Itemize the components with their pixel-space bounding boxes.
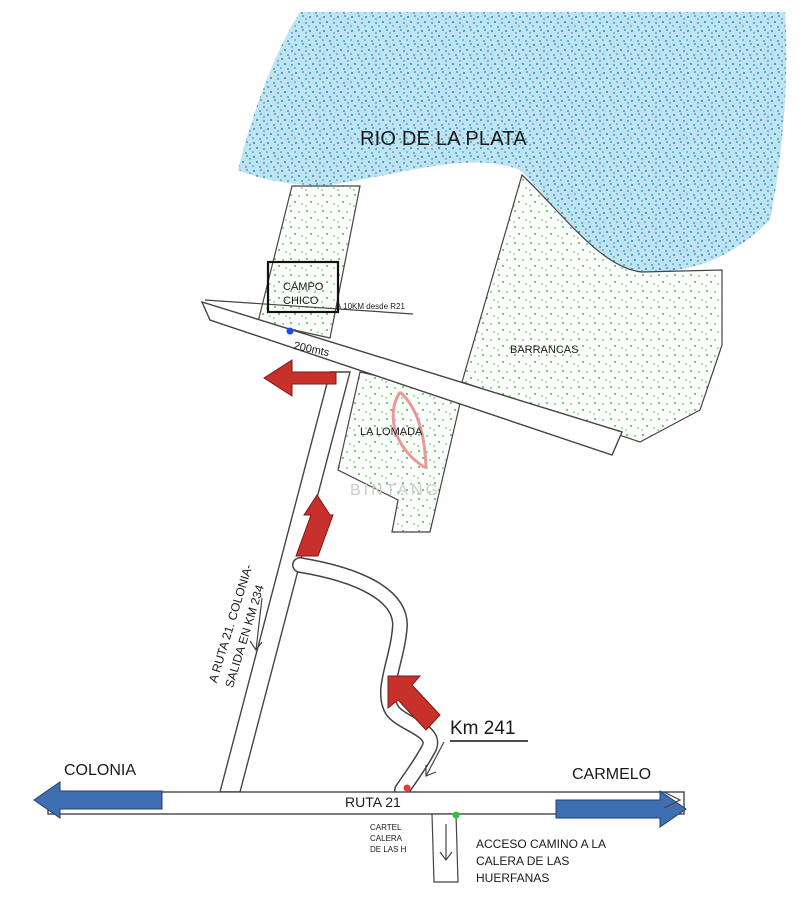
thin-arrow-icon (249, 597, 263, 652)
blue-arrow-icon (33, 781, 163, 819)
access-location-dot (452, 811, 460, 819)
river-area (238, 12, 787, 273)
km-241-location-dot (403, 784, 411, 792)
lomada-curve-icon (391, 391, 427, 470)
red-arrow-icon (295, 494, 334, 557)
carmelo-label: CARMELO (572, 766, 652, 783)
colonia-label: COLONIA (64, 762, 137, 779)
access-label: ACCESO CAMINO A LA CALERA DE LAS HUERFAN… (476, 837, 607, 885)
campo-chico-box (266, 260, 340, 314)
watermark: BINTANG (350, 482, 441, 499)
calera-access-road (431, 813, 459, 883)
side-road (200, 300, 623, 456)
barrancas-label: BARRANCAS (510, 344, 579, 356)
sign-label: CARTEL CALERA DE LAS H (370, 823, 407, 854)
red-arrow-icon (387, 675, 441, 731)
blue-arrow-icon (555, 790, 687, 828)
la-lomada-label: LA LOMADA (360, 426, 423, 438)
thin-arrow-icon (439, 824, 453, 861)
water-label: RIO DE LA PLATA (360, 128, 527, 150)
km-marker-label: Km 241 (450, 718, 516, 739)
campo-chico-location-dot (286, 327, 294, 335)
distance-note: A 10KM desde R21 (336, 302, 405, 311)
thin-arrow-icon (663, 791, 682, 809)
campo-chico-label: CAMPO CHICO (283, 281, 324, 307)
barrancas-plot (461, 173, 723, 443)
red-arrow-icon (263, 359, 337, 397)
thin-arrow-icon (425, 741, 445, 777)
highway-label: RUTA 21 (345, 794, 401, 810)
